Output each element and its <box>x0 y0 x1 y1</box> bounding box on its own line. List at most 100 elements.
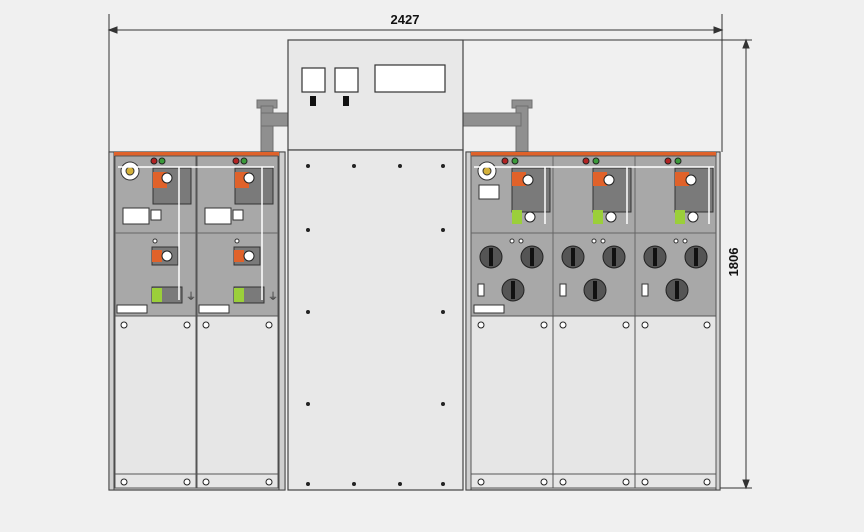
left-unit-2: ⏚ <box>196 155 279 489</box>
base-plinth <box>114 473 197 489</box>
rotary-switch-icon <box>603 174 615 186</box>
meter-1-switch <box>310 96 316 106</box>
left-side-panel-right <box>278 151 286 491</box>
height-arrow-bottom <box>742 479 750 490</box>
right-side-panel-right <box>715 151 721 491</box>
rotary-switch-icon <box>161 172 173 184</box>
indicator-red-icon <box>582 157 590 165</box>
lower-indicator <box>509 238 515 244</box>
mechanism-green <box>512 210 522 224</box>
breaker-orange-label <box>593 172 607 186</box>
plinth-bolt <box>202 478 210 486</box>
rotary-switch-icon <box>687 211 699 223</box>
door-bolt <box>265 321 273 329</box>
height-label: 1806 <box>726 248 741 277</box>
center-cabinet-body <box>287 149 464 491</box>
base-plinth <box>196 473 279 489</box>
meter-2 <box>334 67 359 93</box>
plinth-bolt <box>120 478 128 486</box>
rotary-switch-icon <box>524 211 536 223</box>
door-bolt <box>120 321 128 329</box>
plinth-bolt <box>265 478 273 486</box>
mechanism-green <box>152 288 162 302</box>
height-arrow-top <box>742 38 750 49</box>
right-section <box>465 151 721 491</box>
ground-icon: ⏚ <box>186 291 196 303</box>
rotary-switch-icon <box>605 211 617 223</box>
center-cabinet <box>287 39 464 491</box>
meter-2-switch <box>343 96 349 106</box>
meter-display <box>374 64 446 93</box>
lower-door <box>114 315 197 475</box>
fuse-knobs <box>477 238 708 302</box>
left-section: ⏚ ⏚ <box>108 151 286 491</box>
lower-door <box>634 315 717 475</box>
plinth-bolt <box>183 478 191 486</box>
indicator-green-icon <box>511 157 519 165</box>
indicator-green-icon <box>674 157 682 165</box>
lower-indicator <box>152 238 158 244</box>
relay-unit <box>150 209 162 221</box>
indicator-red-icon <box>232 157 240 165</box>
busbar-left-horizontal <box>260 112 289 127</box>
busbar-right-horizontal <box>462 112 522 127</box>
left-mimic-lines <box>118 166 274 300</box>
terminal-strip <box>198 304 230 314</box>
mechanism-green <box>593 210 603 224</box>
mechanism-green <box>234 288 244 302</box>
width-arrow-left <box>107 26 118 34</box>
left-accent-strip <box>114 152 279 156</box>
lower-door <box>552 315 636 475</box>
indicator-red-icon <box>150 157 158 165</box>
right-mimic-lines <box>474 166 714 224</box>
lower-door <box>470 315 554 475</box>
base-plinth <box>634 473 717 489</box>
center-cabinet-bolts <box>306 164 445 486</box>
lower-indicator <box>682 238 688 244</box>
door-bolt <box>183 321 191 329</box>
fuse-icon <box>477 283 649 297</box>
right-door-bolts <box>477 321 711 486</box>
indicator-red-icon <box>501 157 509 165</box>
lower-indicator <box>673 238 679 244</box>
left-unit-1: ⏚ <box>114 155 197 489</box>
rotary-switch-icon <box>243 172 255 184</box>
breaker-orange-label <box>512 172 526 186</box>
door-bolt <box>202 321 210 329</box>
right-unit-1-mechanism <box>501 157 551 224</box>
lower-rotary-switch-icon <box>243 250 255 262</box>
breaker-orange-label <box>675 172 689 186</box>
knob-handles <box>489 248 698 299</box>
terminal-strip <box>473 304 505 314</box>
lower-rotary-switch-icon <box>161 250 173 262</box>
right-side-panel-left <box>465 151 472 491</box>
lower-indicator <box>600 238 606 244</box>
indicator-green-icon <box>158 157 166 165</box>
height-dimension <box>463 38 752 490</box>
lower-indicator <box>591 238 597 244</box>
indicator-green-icon <box>592 157 600 165</box>
mechanism-green <box>675 210 685 224</box>
nameplate <box>122 207 150 225</box>
lower-indicator <box>518 238 524 244</box>
indicator-lamp-inner <box>125 166 135 176</box>
left-side-panel-left <box>108 151 115 491</box>
meter-1 <box>301 67 326 93</box>
right-accent-strip <box>471 152 716 156</box>
nameplate <box>204 207 232 225</box>
rotary-switch-icon <box>685 174 697 186</box>
lower-breaker-orange <box>234 250 244 262</box>
width-arrow-right <box>713 26 724 34</box>
indicator-red-icon <box>664 157 672 165</box>
right-unit-2-mechanism <box>582 157 632 224</box>
busbar-left <box>256 99 289 153</box>
indicator-lamp-inner <box>482 166 492 176</box>
lower-door <box>196 315 279 475</box>
lower-breaker-orange <box>152 250 162 262</box>
indicator-green-icon <box>240 157 248 165</box>
width-label: 2427 <box>391 12 420 27</box>
right-unit-3-mechanism <box>664 157 714 224</box>
ground-icon: ⏚ <box>268 291 278 303</box>
nameplate <box>478 184 500 200</box>
